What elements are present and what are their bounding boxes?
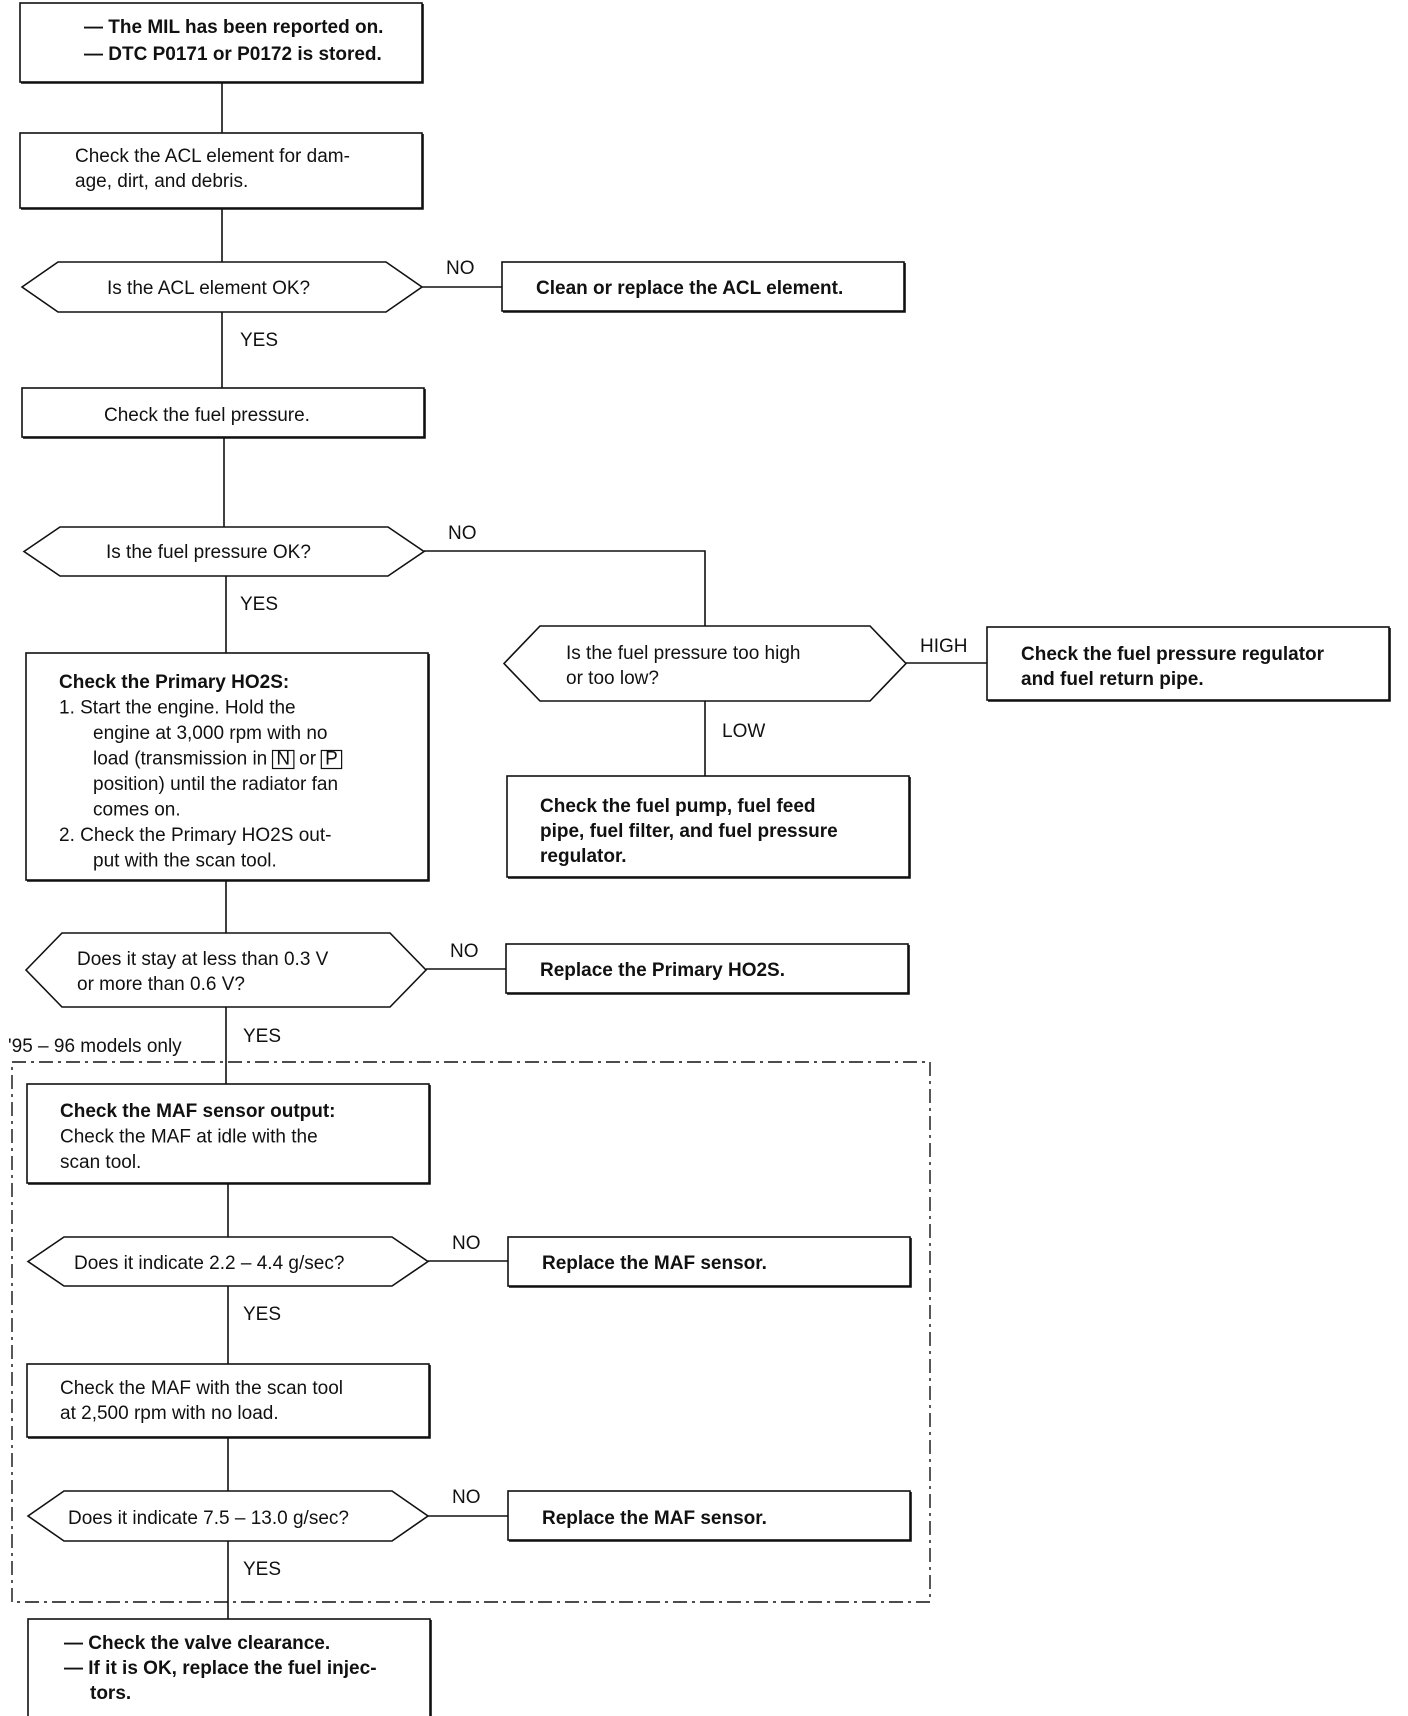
node-fix-ho2s: Replace the Primary HO2S. bbox=[505, 943, 910, 995]
label-yes: YES bbox=[243, 1304, 281, 1325]
process-box bbox=[26, 1363, 430, 1438]
decision-shape bbox=[24, 932, 428, 1008]
process-box bbox=[27, 1618, 431, 1716]
node-line: Check the MAF with the scan tool bbox=[60, 1378, 343, 1399]
label-no: NO bbox=[450, 941, 479, 962]
node-fix-maf-2: Replace the MAF sensor. bbox=[507, 1490, 912, 1542]
label-no: NO bbox=[452, 1487, 481, 1508]
decision-shape bbox=[502, 625, 908, 702]
transmission-position-key bbox=[320, 749, 343, 770]
node-line: Check the ACL element for dam- bbox=[75, 146, 350, 167]
node-title: Check the Primary HO2S: bbox=[59, 672, 289, 693]
node-line: or more than 0.6 V? bbox=[77, 974, 245, 995]
label-yes: YES bbox=[240, 594, 278, 615]
decision-shape bbox=[22, 526, 426, 577]
decision-shape bbox=[26, 1490, 430, 1542]
process-box bbox=[25, 652, 429, 881]
node-line: or too low? bbox=[566, 668, 659, 689]
node-line: Check the fuel pump, fuel feed bbox=[540, 796, 816, 817]
node-line: 1. Start the engine. Hold the bbox=[59, 698, 296, 719]
node-line: comes on. bbox=[93, 800, 181, 821]
node-fix-acl: Clean or replace the ACL element. bbox=[501, 261, 906, 313]
process-box bbox=[26, 1083, 430, 1184]
node-line: Replace the MAF sensor. bbox=[542, 1253, 767, 1274]
process-box bbox=[507, 1490, 911, 1541]
node-fix-maf-1: Replace the MAF sensor. bbox=[507, 1236, 912, 1288]
node-line: — The MIL has been reported on. bbox=[84, 17, 383, 38]
label-yes: YES bbox=[240, 330, 278, 351]
node-q-highlow: Is the fuel pressure too high or too low? bbox=[502, 625, 908, 702]
node-fix-regulator: Check the fuel pressure regulator and fue… bbox=[986, 626, 1391, 702]
node-check-ho2s: Check the Primary HO2S: 1. Start the engi… bbox=[25, 652, 430, 882]
decision-shape bbox=[20, 261, 424, 313]
node-line: load (transmission in N or P bbox=[93, 749, 342, 770]
node-line: and fuel return pipe. bbox=[1021, 669, 1204, 690]
node-line: regulator. bbox=[540, 846, 627, 867]
process-box bbox=[501, 261, 905, 312]
node-line: Is the fuel pressure too high bbox=[566, 643, 800, 664]
node-line: pipe, fuel filter, and fuel pressure bbox=[540, 821, 838, 842]
node-line: Clean or replace the ACL element. bbox=[536, 278, 843, 299]
node-check-fuel: Check the fuel pressure. bbox=[21, 387, 426, 439]
models-only-region: '95 – 96 models only bbox=[4, 1028, 931, 1603]
node-line: Replace the MAF sensor. bbox=[542, 1508, 767, 1529]
node-line: position) until the radiator fan bbox=[93, 774, 338, 795]
node-line: Check the fuel pressure regulator bbox=[1021, 644, 1325, 665]
edge-q-fuel-q-highlow bbox=[424, 550, 706, 626]
process-box bbox=[19, 132, 423, 209]
node-line: put with the scan tool. bbox=[93, 851, 277, 872]
node-line: age, dirt, and debris. bbox=[75, 171, 248, 192]
node-line: Replace the Primary HO2S. bbox=[540, 960, 785, 981]
process-box bbox=[21, 387, 425, 438]
label-high: HIGH bbox=[920, 636, 968, 657]
node-line: Is the ACL element OK? bbox=[107, 278, 310, 299]
node-line: scan tool. bbox=[60, 1152, 141, 1173]
node-check-maf-idle: Check the MAF sensor output: Check the MA… bbox=[26, 1083, 431, 1185]
node-line: Does it indicate 2.2 – 4.4 g/sec? bbox=[74, 1253, 344, 1274]
node-q-fuel: Is the fuel pressure OK? bbox=[22, 526, 426, 577]
node-check-maf-2500: Check the MAF with the scan tool at 2,500… bbox=[26, 1363, 431, 1439]
label-no: NO bbox=[446, 258, 475, 279]
node-line: Does it indicate 7.5 – 13.0 g/sec? bbox=[68, 1508, 349, 1529]
node-q-maf-idle: Does it indicate 2.2 – 4.4 g/sec? bbox=[26, 1236, 430, 1287]
process-box bbox=[19, 2, 423, 83]
node-line: Check the MAF at idle with the bbox=[60, 1127, 318, 1148]
node-line: Check the fuel pressure. bbox=[104, 405, 310, 426]
label-yes: YES bbox=[243, 1026, 281, 1047]
node-check-acl: Check the ACL element for dam-age, dirt,… bbox=[19, 132, 424, 210]
node-line: Does it stay at less than 0.3 V bbox=[77, 949, 329, 970]
label-no: NO bbox=[452, 1233, 481, 1254]
node-title: Check the MAF sensor output: bbox=[60, 1101, 336, 1122]
transmission-position-key bbox=[271, 749, 295, 770]
connectors bbox=[221, 82, 987, 1619]
node-line: Is the fuel pressure OK? bbox=[106, 542, 311, 563]
process-box bbox=[507, 1236, 911, 1287]
node-line: 2. Check the Primary HO2S out- bbox=[59, 825, 331, 846]
label-no: NO bbox=[448, 523, 477, 544]
node-fix-pump: Check the fuel pump, fuel feed pipe, fuel… bbox=[506, 775, 911, 879]
node-q-maf-2500: Does it indicate 7.5 – 13.0 g/sec? bbox=[26, 1490, 430, 1542]
label-low: LOW bbox=[722, 721, 765, 742]
node-q-acl: Is the ACL element OK? bbox=[20, 261, 424, 313]
node-end: — Check the valve clearance. — If it is O… bbox=[27, 1618, 432, 1716]
node-start: — The MIL has been reported on. — DTC P01… bbox=[19, 2, 424, 84]
node-line: — DTC P0171 or P0172 is stored. bbox=[84, 44, 382, 65]
region-label: '95 – 96 models only bbox=[8, 1036, 182, 1057]
process-box bbox=[506, 775, 910, 878]
node-line: — If it is OK, replace the fuel injec- bbox=[64, 1658, 377, 1679]
node-line: tors. bbox=[90, 1683, 131, 1704]
node-line: at 2,500 rpm with no load. bbox=[60, 1403, 279, 1424]
label-yes: YES bbox=[243, 1559, 281, 1580]
process-box bbox=[505, 943, 909, 994]
node-line: engine at 3,000 rpm with no bbox=[93, 723, 328, 744]
node-q-ho2s: Does it stay at less than 0.3 V or more t… bbox=[24, 932, 428, 1008]
process-box bbox=[986, 626, 1390, 701]
node-line: — Check the valve clearance. bbox=[64, 1633, 330, 1654]
decision-shape bbox=[26, 1236, 430, 1287]
